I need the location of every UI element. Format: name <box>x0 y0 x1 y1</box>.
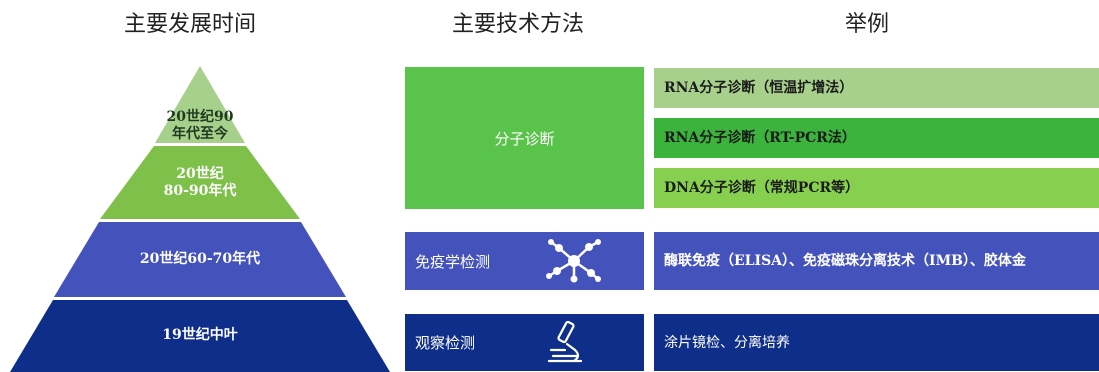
tier-label-1990s-line2: 年代至今 <box>172 126 228 142</box>
pyramid-tier-19th-century <box>10 300 390 372</box>
example-dna-pcr: DNA分子诊断（常规PCR等） <box>654 168 1099 208</box>
method-molecular: 分子诊断 <box>405 67 644 209</box>
method-observation: 观察检测 <box>405 314 644 371</box>
tier-label-1990s: 20世纪90 年代至今 <box>150 109 250 143</box>
example-immunology: 酶联免疫（ELISA）、免疫磁珠分离技术（IMB）、胶体金 <box>654 232 1099 290</box>
method-molecular-label: 分子诊断 <box>494 129 555 148</box>
tier-label-1980s-line1: 20世纪 <box>176 166 224 182</box>
method-immunology-label: 免疫学检测 <box>415 252 491 271</box>
tier-label-1980s: 20世纪 80-90年代 <box>130 166 270 200</box>
header-examples: 举例 <box>845 12 890 37</box>
example-observation: 涂片镜检、分离培养 <box>654 314 1099 371</box>
example-rna-isothermal: RNA分子诊断（恒温扩增法） <box>654 68 1099 108</box>
pyramid-tier-1980s <box>100 146 300 219</box>
method-observation-label: 观察检测 <box>415 334 476 352</box>
header-methods: 主要技术方法 <box>452 12 585 37</box>
tier-label-1960s: 20世纪60-70年代 <box>139 251 261 267</box>
pyramid-tier-1990s <box>155 66 245 143</box>
development-pyramid <box>10 66 390 372</box>
method-immunology: 免疫学检测 <box>405 232 644 290</box>
tier-label-1990s-line1: 20世纪90 <box>166 109 234 125</box>
example-rna-rtpcr: RNA分子诊断（RT-PCR法） <box>654 118 1099 158</box>
molecule-icon <box>546 239 601 283</box>
microscope-icon <box>547 320 583 363</box>
header-timeline: 主要发展时间 <box>124 12 257 37</box>
tier-label-19th-century: 19世纪中叶 <box>162 327 238 343</box>
tier-label-1980s-line2: 80-90年代 <box>163 183 237 199</box>
pyramid-tier-1960s <box>54 222 346 297</box>
